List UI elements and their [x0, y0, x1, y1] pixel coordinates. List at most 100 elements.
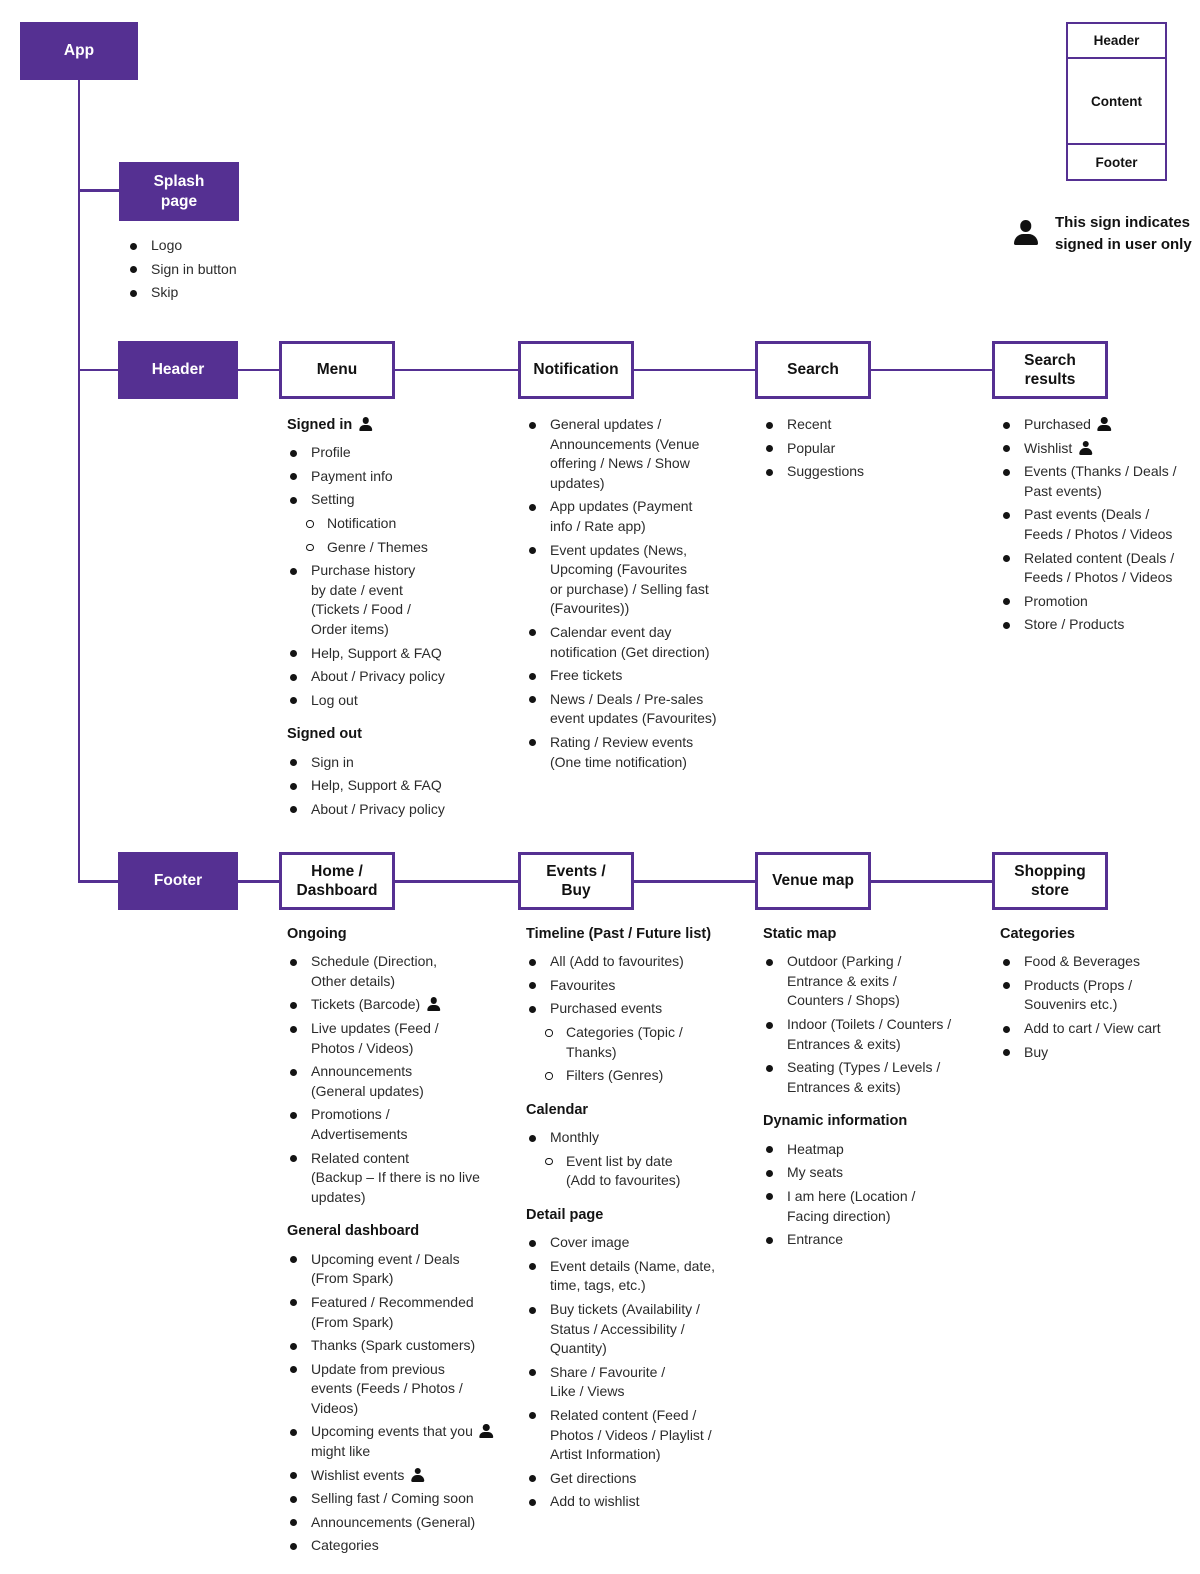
list-item: About / Privacy policy — [279, 800, 514, 820]
section-heading: Dynamic information — [763, 1113, 908, 1130]
section-heading: General dashboard — [287, 1223, 420, 1240]
signed-in-user-legend: This sign indicates signed in user only — [1012, 212, 1192, 256]
connector-line — [238, 368, 279, 371]
list-item: Help, Support & FAQ — [279, 776, 514, 796]
section-heading: Calendar — [526, 1101, 589, 1118]
list-item: Free tickets — [518, 666, 753, 686]
list-item: Announcements (General) — [279, 1513, 514, 1533]
list-item: Buy tickets (Availability /Status / Acce… — [518, 1300, 753, 1359]
list-item: Indoor (Toilets / Counters /Entrances & … — [755, 1015, 990, 1054]
list-item: Payment info — [279, 467, 514, 487]
list-item: Sign in — [279, 753, 514, 773]
section-heading: Signed out — [287, 726, 362, 743]
list-item: Popular — [755, 439, 990, 459]
menu-node: Menu — [279, 341, 395, 399]
footer-node: Footer — [118, 852, 238, 910]
list-item: Log out — [279, 691, 514, 711]
list-item: Related content(Backup – If there is no … — [279, 1149, 514, 1208]
list-item: Event list by date(Add to favourites) — [518, 1152, 753, 1191]
list-item: I am here (Location /Facing direction) — [755, 1187, 990, 1226]
connector-line — [634, 880, 755, 883]
list-section: Timeline (Past / Future list) All (Add to… — [518, 924, 753, 1086]
list-item: Rating / Review events(One time notifica… — [518, 733, 753, 772]
list-item: Products (Props /Souvenirs etc.) — [992, 976, 1200, 1015]
list-item: Related content (Deals /Feeds / Photos /… — [992, 549, 1200, 588]
list-item: Add to cart / View cart — [992, 1019, 1200, 1039]
events-buy-node: Events / Buy — [518, 852, 634, 910]
list-item: Notification — [279, 514, 514, 534]
signed-in-user-icon — [479, 1424, 494, 1438]
list-item: Store / Products — [992, 615, 1200, 635]
list-item: Sign in button — [119, 260, 354, 280]
legend-note: This sign indicates signed in user only — [1055, 214, 1192, 253]
list-item: Logo — [119, 236, 354, 256]
splash-connector-line — [78, 189, 119, 192]
connector-line — [871, 368, 992, 371]
list-item: All (Add to favourites) — [518, 952, 753, 972]
list-item: Seating (Types / Levels /Entrances & exi… — [755, 1058, 990, 1097]
list-item: Entrance — [755, 1230, 990, 1250]
connector-line — [238, 880, 279, 883]
header-connector-line — [78, 368, 118, 371]
list-item: Announcements(General updates) — [279, 1062, 514, 1101]
list-item: Get directions — [518, 1469, 753, 1489]
section-heading: Detail page — [526, 1206, 604, 1223]
signed-in-user-icon — [410, 1468, 425, 1482]
events-buy-list: Timeline (Past / Future list) All (Add to… — [518, 924, 753, 1516]
list-item: Help, Support & FAQ — [279, 644, 514, 664]
wireframe-footer-label: Footer — [1095, 154, 1138, 170]
list-item: Categories — [279, 1536, 514, 1556]
wireframe-header-label: Header — [1093, 33, 1140, 48]
list-item: Share / Favourite /Like / Views — [518, 1363, 753, 1402]
list-item: Featured / Recommended(From Spark) — [279, 1293, 514, 1332]
list-item: Event details (Name, date,time, tags, et… — [518, 1257, 753, 1296]
section-heading: Categories — [1000, 926, 1075, 942]
list-item: Events (Thanks / Deals /Past events) — [992, 462, 1200, 501]
list-item: Buy — [992, 1043, 1200, 1063]
list-item: Add to wishlist — [518, 1492, 753, 1512]
list-item: Related content (Feed /Photos / Videos /… — [518, 1406, 753, 1465]
list-item: Promotions /Advertisements — [279, 1105, 514, 1144]
signed-in-user-icon — [358, 417, 373, 431]
list-item: Thanks (Spark customers) — [279, 1336, 514, 1356]
list-item: Setting — [279, 490, 514, 510]
notification-node: Notification — [518, 341, 634, 399]
connector-line — [395, 368, 518, 371]
shopping-store-node: Shopping store — [992, 852, 1108, 910]
section-heading: Timeline (Past / Future list) — [526, 926, 712, 942]
trunk-connector-line — [77, 80, 80, 883]
list-item: Outdoor (Parking /Entrance & exits /Coun… — [755, 952, 990, 1011]
list-item: Monthly — [518, 1128, 753, 1148]
signed-in-user-icon — [1097, 417, 1112, 431]
signed-in-user-icon — [426, 997, 441, 1011]
list-item: Wishlist — [992, 439, 1200, 459]
list-item: Filters (Genres) — [518, 1066, 753, 1086]
list-item: Live updates (Feed /Photos / Videos) — [279, 1019, 514, 1058]
list-item: Schedule (Direction,Other details) — [279, 952, 514, 991]
signed-in-user-icon — [1012, 220, 1039, 245]
list-item: Past events (Deals /Feeds / Photos / Vid… — [992, 505, 1200, 544]
list-item: Categories (Topic /Thanks) — [518, 1023, 753, 1062]
list-item: Skip — [119, 283, 354, 303]
